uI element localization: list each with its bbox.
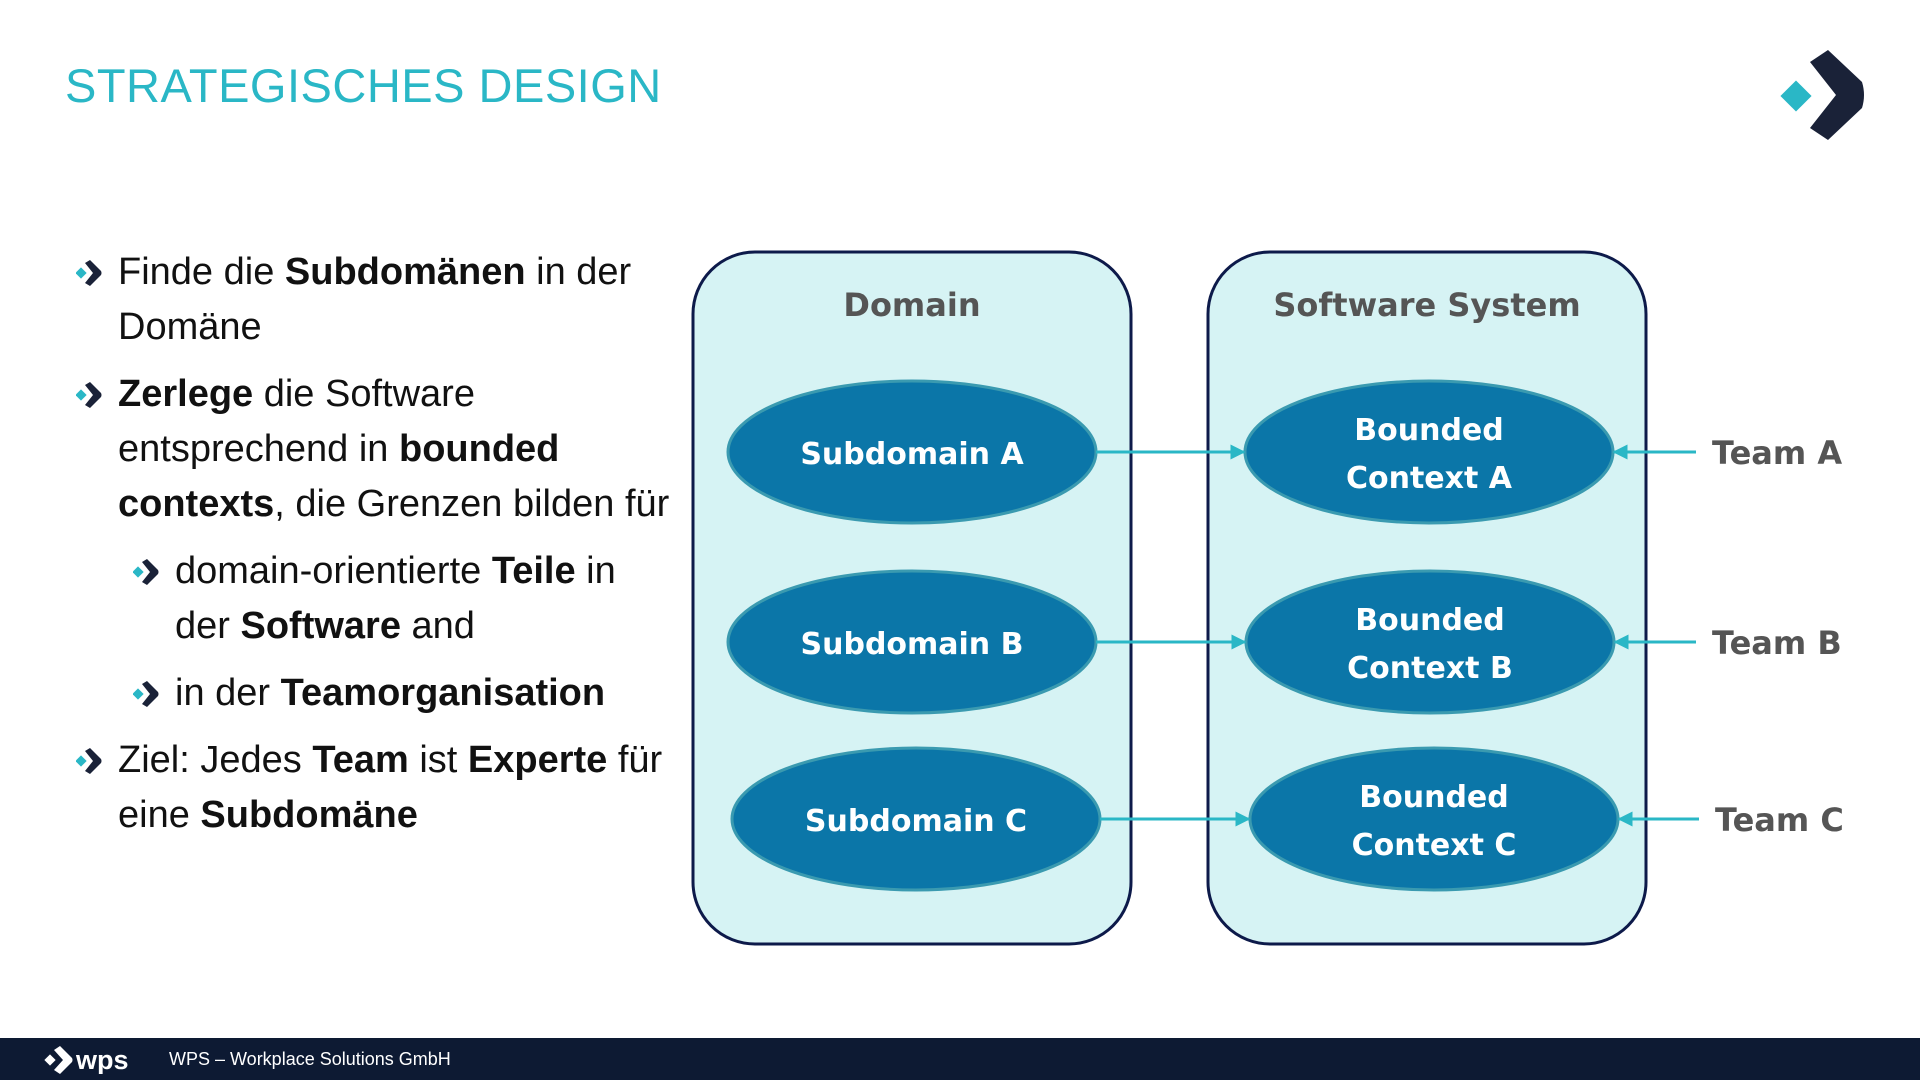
- bounded-context-c: Bounded Context C: [1248, 746, 1620, 892]
- bullet-text-bold: Zerlege: [118, 373, 254, 415]
- bullet-arrow-icon: [76, 382, 102, 408]
- bounded-context-line2: Context A: [1346, 461, 1513, 496]
- bounded-context-line1: Bounded: [1354, 413, 1504, 448]
- subdomain-a: Subdomain A: [726, 379, 1098, 525]
- footer-company-text: WPS – Workplace Solutions GmbH: [169, 1049, 451, 1069]
- bullet-text-bold: Subdomäne: [200, 794, 418, 836]
- bullet-item: domain-orientierte Teile in der Software…: [76, 544, 676, 654]
- bullet-text: in der: [175, 672, 281, 714]
- subdomain-label: Subdomain B: [801, 627, 1024, 662]
- bullet-arrow-icon: [76, 260, 102, 286]
- bullet-item: Zerlege die Software entsprechend in bou…: [76, 367, 676, 532]
- bullet-text-bold: Experte: [467, 739, 608, 781]
- team-c-label: Team C: [1715, 801, 1844, 839]
- bullet-text-bold: Teamorganisation: [280, 672, 606, 714]
- bullet-item: Finde die Subdomänen in der Domäne: [76, 245, 676, 355]
- bullet-text: ist: [408, 739, 468, 781]
- bounded-context-line1: Bounded: [1359, 780, 1509, 815]
- bullet-text: in der Domäne: [118, 251, 632, 348]
- subdomain-c: Subdomain C: [730, 746, 1102, 892]
- bullet-text: , die Grenzen bilden für: [274, 483, 670, 525]
- bullet-item: Ziel: Jedes Team ist Experte für eine Su…: [76, 733, 676, 843]
- software-system-panel-title: Software System: [1273, 286, 1580, 324]
- bounded-context-b: Bounded Context B: [1244, 569, 1616, 715]
- wps-footer-logo-icon: wps: [44, 1046, 129, 1074]
- wps-arrow-logo-icon: [1780, 50, 1864, 140]
- slide-title: STRATEGISCHES DESIGN: [65, 59, 662, 112]
- bounded-context-line2: Context B: [1347, 651, 1513, 686]
- subdomain-label: Subdomain A: [800, 437, 1024, 472]
- bullet-text: in der: [175, 550, 616, 647]
- domain-diagram: Domain Software System Subdomain A Bound…: [691, 250, 1844, 946]
- bounded-context-line1: Bounded: [1355, 603, 1505, 638]
- footer-logo-text: wps: [75, 1046, 129, 1074]
- bullet-text-bold: Teile: [491, 550, 576, 592]
- bullet-text-bold: Software: [240, 605, 401, 647]
- bullet-text: and: [400, 605, 475, 647]
- footer-bar: wps WPS – Workplace Solutions GmbH: [0, 1038, 1920, 1080]
- team-b-label: Team B: [1712, 624, 1842, 662]
- bullet-text-bold: Team: [312, 739, 409, 781]
- bullet-text: Finde die: [118, 251, 285, 293]
- bullet-arrow-icon: [76, 748, 102, 774]
- bullet-arrow-icon: [133, 681, 159, 707]
- bullet-item: in der Teamorganisation: [76, 666, 676, 721]
- bounded-context-line2: Context C: [1352, 828, 1517, 863]
- bullet-text: die Software entsprechend in: [118, 373, 475, 470]
- subdomain-label: Subdomain C: [805, 804, 1027, 839]
- bullet-text: für eine: [118, 739, 663, 836]
- team-a-label: Team A: [1712, 434, 1842, 472]
- bullet-text: domain-orientierte: [175, 550, 492, 592]
- subdomain-b: Subdomain B: [726, 569, 1098, 715]
- bullet-text-bold: bounded contexts: [118, 428, 560, 525]
- bullet-text-bold: Subdomänen: [284, 251, 526, 293]
- domain-panel-title: Domain: [843, 286, 980, 324]
- bounded-context-a: Bounded Context A: [1243, 379, 1615, 525]
- bullet-text: Ziel: Jedes: [118, 739, 313, 781]
- bullet-arrow-icon: [133, 559, 159, 585]
